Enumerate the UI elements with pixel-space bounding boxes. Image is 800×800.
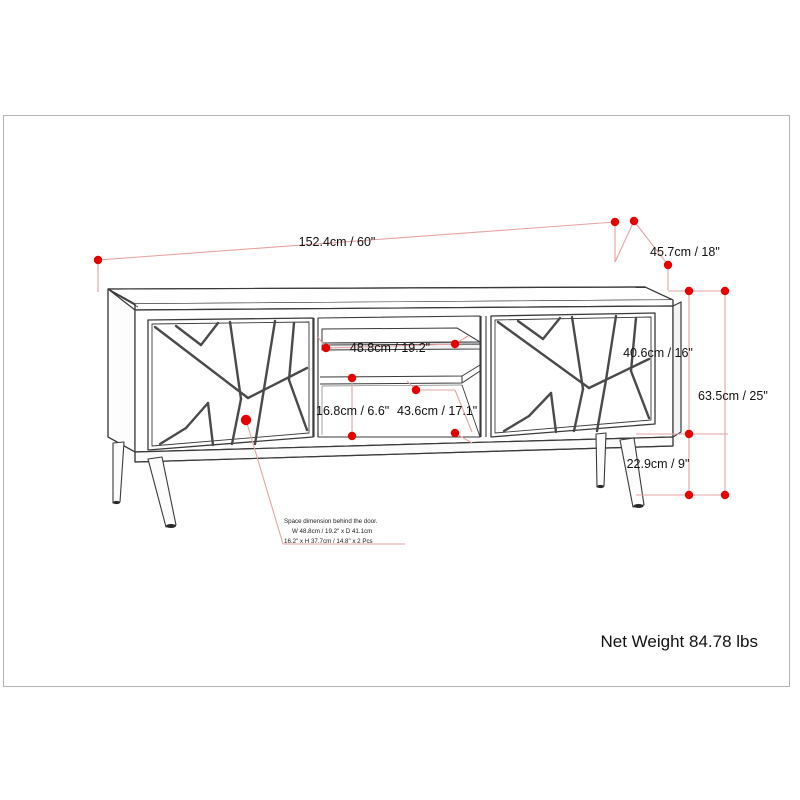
door-space-leader-line bbox=[245, 419, 405, 545]
center-upper-shelf-label: 48.8cm / 19.2" bbox=[350, 341, 430, 355]
tv-stand-drawing bbox=[107, 286, 682, 528]
door-space-note: Space dimension behind the door. W 48.8c… bbox=[284, 518, 378, 545]
left-door-pattern bbox=[153, 319, 309, 447]
right-door-pattern bbox=[496, 314, 651, 434]
door-space-note-line3: 16.2" x H 37.7cm / 14.8" x 2 Pcs bbox=[284, 538, 373, 545]
width-dimension bbox=[97, 221, 616, 292]
center-lower-shelf-label: 43.6cm / 17.1" bbox=[397, 404, 477, 418]
center-shelf-height-label: 16.8cm / 6.6" bbox=[316, 404, 389, 418]
total-height-label: 63.5cm / 25" bbox=[698, 389, 768, 403]
center-section bbox=[317, 315, 481, 438]
door-space-note-line1: Space dimension behind the door. bbox=[284, 518, 378, 525]
left-side-panel bbox=[107, 288, 139, 453]
leg-height-label: 22.9cm / 9" bbox=[627, 457, 690, 471]
dimension-dots bbox=[93, 216, 730, 500]
cabinet-height-label: 40.6cm / 16" bbox=[623, 346, 693, 360]
bottom-rail bbox=[134, 436, 674, 463]
legs bbox=[112, 432, 645, 528]
dimension-annotations: 152.4cm / 60" 45.7cm / 18" 40.6cm / 16" … bbox=[93, 216, 768, 545]
page-border bbox=[3, 115, 790, 687]
door-space-note-line2: W 48.8cm / 19.2" x D 41.1cm bbox=[292, 528, 372, 535]
height-dimensions bbox=[636, 290, 728, 496]
width-label: 152.4cm / 60" bbox=[299, 235, 376, 249]
depth-label: 45.7cm / 18" bbox=[650, 245, 720, 259]
net-weight-label: Net Weight 84.78 lbs bbox=[600, 632, 759, 651]
right-side-panel bbox=[672, 301, 682, 438]
